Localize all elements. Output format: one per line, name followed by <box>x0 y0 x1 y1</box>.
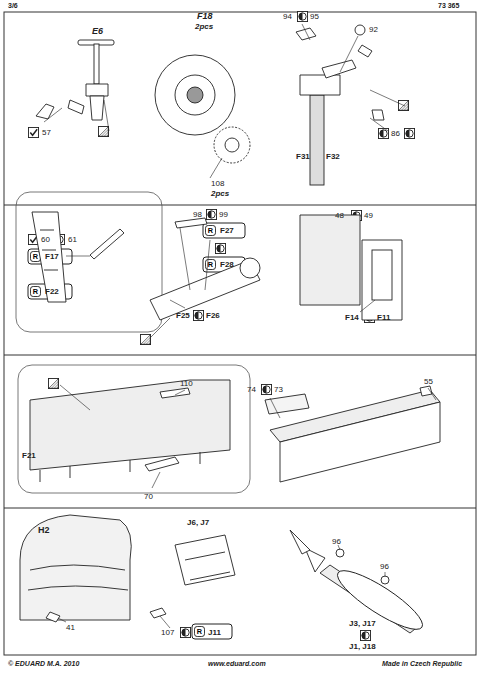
page-number: 73 365 <box>438 2 459 9</box>
callout-number: 107 <box>161 629 174 637</box>
callout-number: 94 <box>283 13 292 21</box>
callout-number: 74 <box>247 386 256 394</box>
callout-number: J1, J18 <box>349 643 376 651</box>
callout-number: 2pcs <box>195 23 213 31</box>
callout-number: F21 <box>22 452 36 460</box>
callout-number: 110 <box>180 380 193 388</box>
callout-number: F31 <box>296 153 310 161</box>
callout-number: F28 <box>220 261 234 269</box>
callout-number: 49 <box>364 212 373 220</box>
callout-number: J11 <box>208 629 221 637</box>
callout-number: 108 <box>211 180 224 188</box>
callout-number: F25 <box>176 312 190 320</box>
callout-number: 99 <box>219 211 228 219</box>
callout-number: J3, J17 <box>349 620 376 628</box>
callout-number: 86 <box>391 130 400 138</box>
callout-number: F14 <box>345 314 359 322</box>
callout-number: 98 <box>193 211 202 219</box>
callout-number: F26 <box>206 312 220 320</box>
callout-number: H2 <box>38 526 50 535</box>
callout-number: 41 <box>66 624 75 632</box>
callout-number: 2pcs <box>211 190 229 198</box>
callout-number: E6 <box>92 27 103 36</box>
callout-number: F27 <box>220 227 234 235</box>
callout-number: 95 <box>310 13 319 21</box>
callout-number: F32 <box>326 153 340 161</box>
callout-number: 48 <box>335 212 344 220</box>
callout-number: 55 <box>424 378 433 386</box>
callout-number: J6, J7 <box>187 519 209 527</box>
callout-number: 60 <box>41 236 50 244</box>
callout-number: 96 <box>380 563 389 571</box>
callout-number: 73 <box>274 386 283 394</box>
callout-number: 57 <box>42 129 51 137</box>
callout-number: F11 <box>377 314 390 322</box>
callout-number: F22 <box>45 288 59 296</box>
footer-text: Made in Czech Republic <box>382 660 462 667</box>
footer-text: www.eduard.com <box>208 660 266 667</box>
callout-number: 92 <box>369 26 378 34</box>
callout-number: 70 <box>144 493 153 501</box>
footer-text: © EDUARD M.A. 2010 <box>8 660 79 667</box>
callout-number: F17 <box>45 253 59 261</box>
callout-number: F18 <box>197 12 213 21</box>
page-number: 3/6 <box>8 2 18 9</box>
callout-number: 61 <box>68 236 77 244</box>
callout-number: 96 <box>332 538 341 546</box>
